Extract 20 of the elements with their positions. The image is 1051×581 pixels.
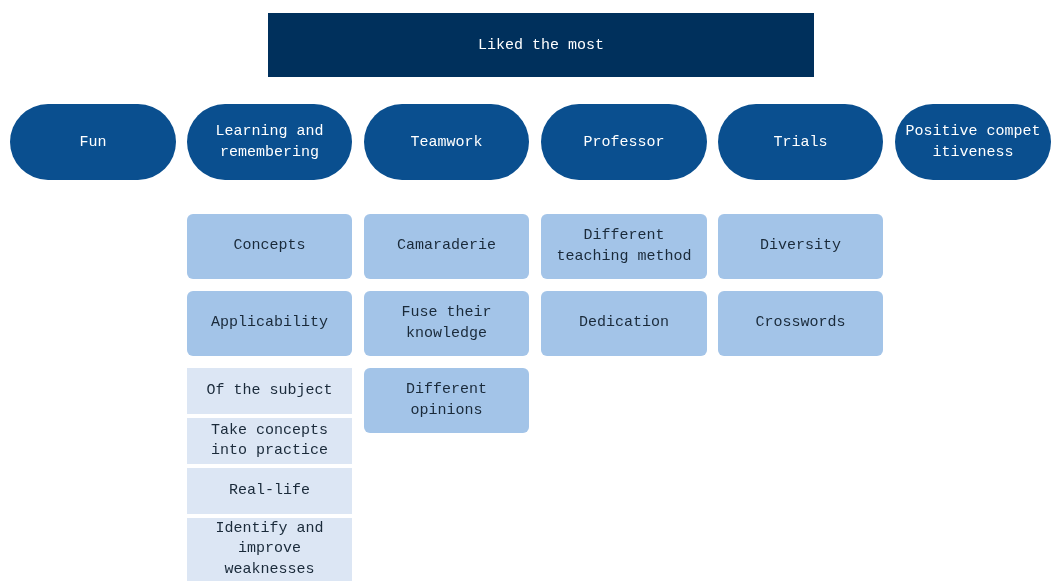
category-pill: Trials (718, 104, 883, 180)
item-box: Crosswords (718, 291, 883, 356)
sub-item-box: Real-life (187, 468, 352, 514)
category-pill: Positive competitiveness (895, 104, 1051, 180)
item-box: Diversity (718, 214, 883, 279)
item-box: Applicability (187, 291, 352, 356)
category-pill: Teamwork (364, 104, 529, 180)
sub-item-box: Take concepts into practice (187, 418, 352, 464)
sub-item-box: Identify and improve weaknesses (187, 518, 352, 581)
sub-item-box: Of the subject (187, 368, 352, 414)
item-box: Different opinions (364, 368, 529, 433)
category-pill: Fun (10, 104, 176, 180)
item-box: Dedication (541, 291, 707, 356)
item-box: Camaraderie (364, 214, 529, 279)
category-pill: Learning and remembering (187, 104, 352, 180)
item-box: Different teaching method (541, 214, 707, 279)
title-box: Liked the most (268, 13, 814, 77)
item-box: Fuse their knowledge (364, 291, 529, 356)
category-pill: Professor (541, 104, 707, 180)
item-box: Concepts (187, 214, 352, 279)
